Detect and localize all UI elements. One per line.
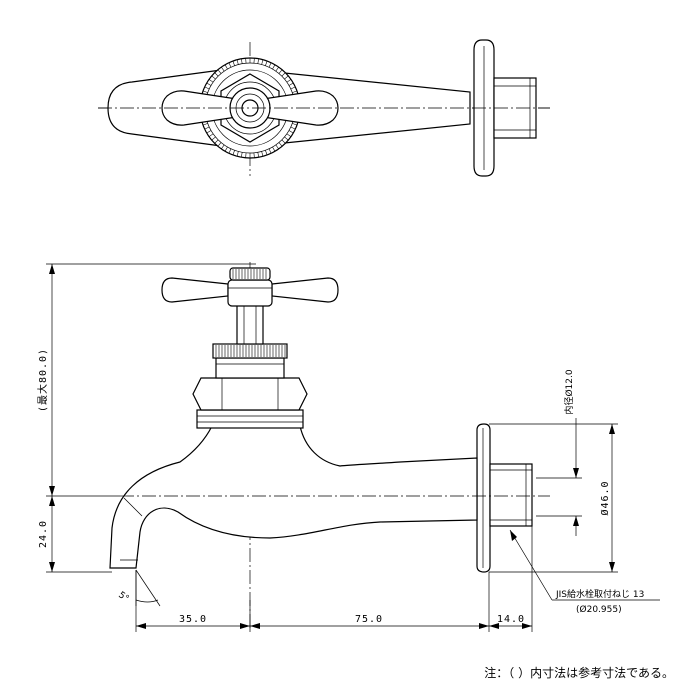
knurl-line	[286, 133, 292, 137]
dim-thread-length: 14.0	[497, 614, 525, 625]
knurl-line	[214, 139, 219, 144]
knurl-line	[272, 146, 276, 152]
knurl-line	[224, 64, 228, 70]
knurl-line	[284, 136, 289, 141]
knurl-line	[265, 60, 268, 66]
knurl-line	[286, 79, 292, 83]
knurl-line	[202, 90, 208, 93]
side-view	[109, 262, 550, 630]
knurl-line	[221, 144, 225, 150]
dimension-lines	[46, 263, 660, 632]
knurl-line	[288, 82, 294, 86]
callout-thread-diameter: (Ø20.955)	[576, 604, 622, 615]
knurl-line	[272, 64, 276, 70]
knurl-line	[241, 152, 243, 158]
knurl-line	[206, 130, 212, 134]
dim-spout-length: 35.0	[179, 614, 207, 625]
knurl-line	[211, 136, 216, 141]
dim-max-height: (最大80.0)	[36, 348, 49, 412]
knurl-line	[265, 150, 268, 156]
knurl-line	[288, 130, 294, 134]
knurl-line	[204, 86, 210, 90]
knurl-line	[232, 60, 235, 66]
knurl-line	[275, 66, 279, 72]
knurl-line	[268, 148, 272, 154]
dim-body-length: 75.0	[355, 614, 383, 625]
footnote: 注：（ ）内寸法は参考寸法である。	[484, 665, 674, 680]
knurl-line	[217, 69, 222, 74]
knurl-line	[257, 58, 259, 64]
knurl-line	[275, 144, 279, 150]
knurl-line	[281, 72, 286, 77]
knurl-line	[278, 69, 283, 74]
knurl-line	[257, 152, 259, 158]
knurl-line	[241, 58, 243, 64]
knurl-line	[208, 133, 214, 137]
knurl-line	[228, 148, 232, 154]
knurl-line	[292, 90, 298, 93]
knurl-line	[228, 62, 232, 68]
dim-inner-diameter: 内径Ø12.0	[563, 369, 575, 414]
knurl-line	[278, 142, 283, 147]
knurl-line	[206, 82, 212, 86]
knurl-line	[208, 79, 214, 83]
knurl-line	[204, 126, 210, 130]
knurl-line	[261, 151, 264, 157]
knurl-line	[261, 59, 264, 65]
dimension-labels: (最大80.0) 24.0 5° 35.0 75.0 14.0 Ø46.0 内径…	[36, 348, 674, 680]
knurl-line	[268, 62, 272, 68]
knurl-line	[292, 123, 298, 126]
knurl-line	[290, 86, 296, 90]
knurl-line	[284, 75, 289, 80]
top-view	[98, 39, 550, 177]
knurl-line	[211, 75, 216, 80]
knurl-line	[281, 139, 286, 144]
knurl-line	[236, 151, 239, 157]
knurl-line	[202, 123, 208, 126]
dim-flange-diameter: Ø46.0	[599, 480, 611, 515]
knurl-line	[221, 66, 225, 72]
knurl-line	[224, 146, 228, 152]
knurl-line	[217, 142, 222, 147]
knurl-line	[232, 150, 235, 156]
callout-thread-spec: JIS給水栓取付ねじ 13	[555, 588, 644, 600]
dim-angle: 5°	[116, 590, 130, 604]
knurl-line	[214, 72, 219, 77]
knurl-line	[290, 126, 296, 130]
dim-spout-height: 24.0	[38, 520, 49, 548]
knurl-line	[236, 59, 239, 65]
